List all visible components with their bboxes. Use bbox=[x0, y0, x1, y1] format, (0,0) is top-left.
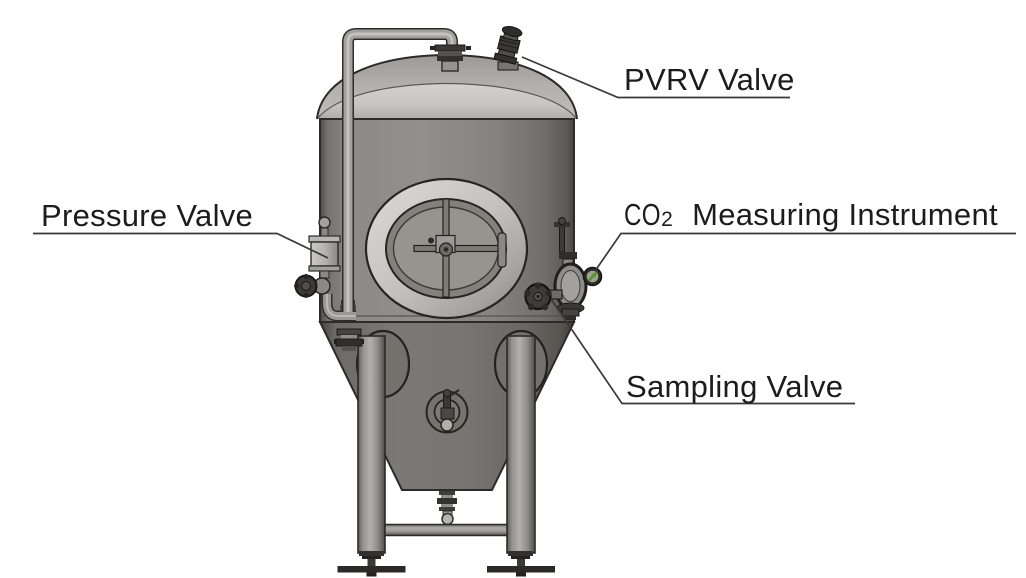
label-pressure-valve-text: Pressure Valve bbox=[41, 198, 254, 233]
pvrv-valve bbox=[493, 26, 523, 71]
top-arch-pipe bbox=[342, 28, 471, 312]
tank-legs bbox=[337, 335, 555, 577]
cone-inlet-clamp bbox=[334, 328, 364, 351]
label-co2-measuring-instrument: CO2 Measuring Instrument bbox=[624, 198, 998, 236]
leader-pvrv bbox=[521, 56, 790, 99]
label-pvrv-valve: PVRV Valve bbox=[624, 63, 795, 97]
leader-pressure bbox=[33, 232, 329, 259]
sampling-valve bbox=[524, 282, 563, 311]
leader-lines bbox=[33, 56, 1016, 405]
label-co2-subscript: 2 bbox=[661, 208, 674, 231]
label-pressure-valve: Pressure Valve bbox=[41, 199, 253, 233]
pressure-valve bbox=[294, 216, 364, 351]
co2-gauge bbox=[582, 266, 603, 287]
leader-co2 bbox=[594, 232, 1016, 272]
leg-left bbox=[357, 335, 386, 554]
foot-right bbox=[487, 551, 555, 577]
racking-port bbox=[425, 389, 469, 434]
label-sampling-valve-text: Sampling Valve bbox=[626, 369, 844, 404]
leader-sampling bbox=[550, 298, 855, 405]
label-pvrv-valve-text: PVRV Valve bbox=[624, 62, 795, 97]
cross-brace bbox=[384, 523, 508, 537]
foot-left bbox=[337, 551, 406, 577]
label-co2-prefix: CO bbox=[624, 197, 661, 232]
bottom-drain-fitting bbox=[437, 491, 457, 526]
tank-top-head bbox=[316, 53, 578, 120]
apex-triclamp bbox=[430, 44, 471, 72]
butterfly-valve-handwheel bbox=[294, 274, 318, 298]
label-sampling-valve: Sampling Valve bbox=[626, 370, 843, 404]
label-co2-suffix: Measuring Instrument bbox=[692, 197, 998, 232]
manway-door bbox=[364, 177, 529, 320]
co2-measuring-instrument bbox=[553, 217, 603, 320]
leg-right bbox=[506, 335, 536, 554]
